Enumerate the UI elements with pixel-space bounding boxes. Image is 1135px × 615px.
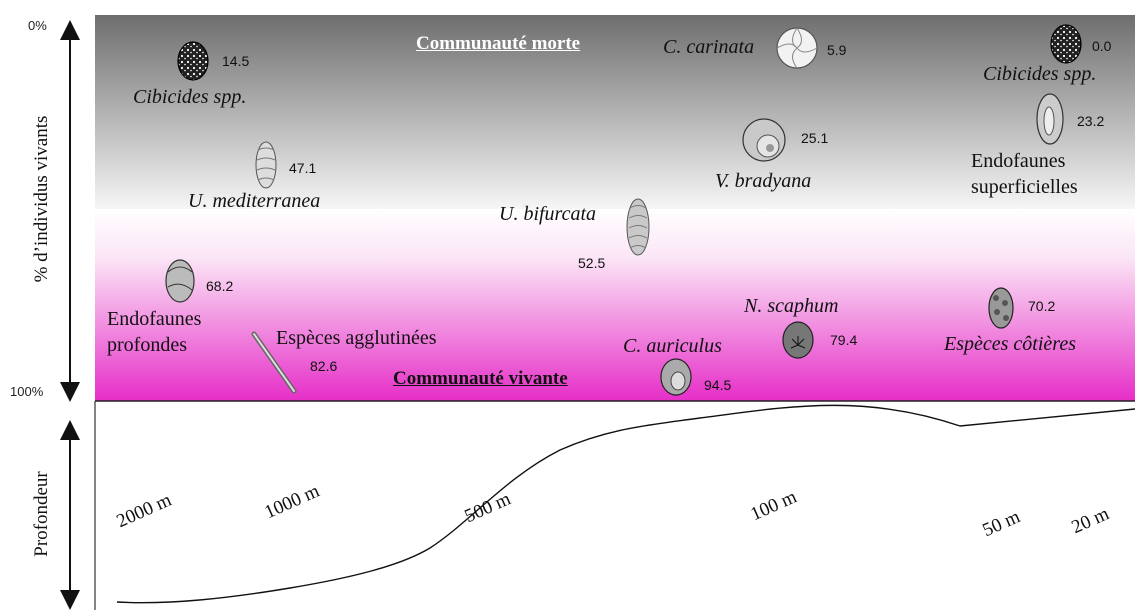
cibicides-shell-icon [177, 41, 209, 81]
taxon-name: Endofaunes superficielles [971, 150, 1078, 198]
taxon-value: 23.2 [1077, 113, 1105, 129]
taxon-value: 47.1 [289, 160, 317, 176]
taxon-name: Cibicides spp. [133, 86, 247, 108]
cibicides-shell-icon-right [1050, 24, 1082, 64]
taxon-value: 25.1 [801, 130, 829, 146]
taxon-name: C. auriculus [623, 335, 722, 357]
taxon-name: Cibicides spp. [983, 63, 1097, 85]
taxon-value: 94.5 [704, 377, 732, 393]
axis-bottom-percent: 100% [10, 384, 44, 399]
taxon-value: 68.2 [206, 278, 234, 294]
axis-top-percent: 0% [28, 18, 47, 33]
seafloor-profile-line [116, 404, 1135, 604]
agglutinated-shell-icon [251, 331, 297, 394]
percent-living-axis-label: % d’individus vivants [31, 115, 52, 283]
taxon-name: Endofaunes profondes [107, 308, 202, 356]
nonionella-scaphum-shell-icon [782, 321, 814, 359]
taxon-name: V. bradyana [715, 170, 812, 192]
taxon-name: Espèces agglutinées [276, 327, 437, 349]
uvigerina-mediterranea-shell-icon [255, 141, 277, 189]
cribrononion-auriculus-shell-icon [660, 358, 692, 396]
taxon-value: 5.9 [827, 42, 847, 58]
taxon-name: U. mediterranea [188, 190, 321, 212]
coastal-species-shell-icon [988, 287, 1014, 329]
dead-community-label: Communauté morte [416, 33, 581, 54]
living-community-label: Communauté vivante [393, 368, 568, 389]
uvigerina-bifurcata-shell-icon [626, 198, 650, 256]
taxon-name: Espèces côtières [944, 333, 1076, 355]
depth-axis-label: Profondeur [31, 471, 52, 557]
taxon-value: 14.5 [222, 53, 250, 69]
shallow-infauna-shell-icon [1036, 93, 1064, 145]
taxon-name: C. carinata [663, 36, 755, 58]
taxon-value: 79.4 [830, 332, 858, 348]
deep-infauna-shell-icon [165, 259, 195, 303]
taxon-name: U. bifurcata [499, 203, 597, 225]
taxon-name: N. scaphum [744, 295, 839, 317]
valvulineria-bradyana-shell-icon [742, 118, 786, 162]
living-community-band [95, 209, 1135, 401]
taxon-value: 82.6 [310, 358, 338, 374]
taxon-value: 0.0 [1092, 38, 1112, 54]
taxon-value: 52.5 [578, 255, 606, 271]
taxon-value: 70.2 [1028, 298, 1056, 314]
cassidulina-carinata-shell-icon [776, 27, 818, 69]
